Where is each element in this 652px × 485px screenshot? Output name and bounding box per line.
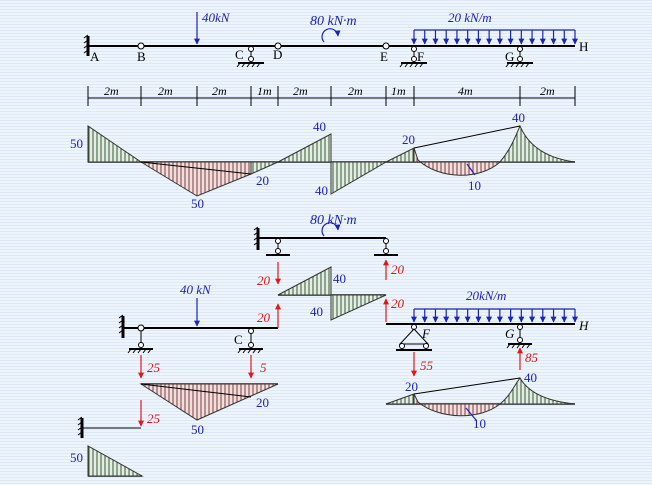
dim-2: 2m	[158, 84, 173, 98]
label-g: G	[505, 49, 514, 64]
label-h: H	[579, 39, 588, 54]
reaction-a-label: 25	[147, 411, 161, 426]
moment-diagram: 50 40 20 40 20 50 40 10	[70, 110, 576, 211]
support-c-sub	[237, 328, 263, 354]
dim-8: 4m	[458, 84, 473, 98]
dist-load-label-sub: 20kN/m	[466, 288, 506, 303]
md-val-50-bot: 50	[191, 196, 204, 211]
pin-support-f-sub	[396, 324, 432, 351]
md-val-50-left: 50	[70, 136, 83, 151]
roller-support-c	[236, 46, 264, 68]
label-c-sub: C	[234, 332, 243, 347]
point-load-label-sub: 40 kN	[180, 282, 212, 297]
moment-label: 80 kN·m	[310, 14, 357, 29]
md-region-g	[498, 124, 576, 163]
sub-bc-val-50: 50	[191, 422, 204, 437]
reaction-g-label: 85	[525, 350, 539, 365]
md-val-20-mid: 20	[256, 173, 269, 188]
sub-eh-md-g	[498, 377, 576, 405]
label-f-sub: F	[421, 326, 431, 341]
label-d: D	[273, 47, 282, 62]
sub-eh-md-ef	[385, 393, 415, 405]
reaction-right-label: 20	[391, 262, 405, 277]
label-e: E	[380, 49, 388, 64]
label-c: C	[235, 47, 244, 62]
md-val-10: 10	[468, 178, 481, 193]
sub-eh-val-40: 40	[524, 370, 537, 385]
subbeam-bc: C 40 kN 20 25 5 20 50	[118, 282, 281, 437]
point-load-label: 40kN	[202, 10, 231, 25]
dist-load-arrows	[411, 30, 578, 45]
dist-load-arrows-sub	[411, 309, 578, 323]
sub-bc-val-20: 20	[256, 395, 269, 410]
reaction-e-label: 20	[391, 296, 405, 311]
main-beam-group: A B C D E F G H 40kN 80 kN·m 20 kN/m	[83, 10, 588, 68]
sub-de-val-40a: 40	[333, 271, 346, 286]
md-region-d-down	[330, 161, 388, 195]
moment-arrow-sub	[321, 222, 341, 237]
support-b-sub	[127, 331, 153, 354]
moment-label-sub: 80 kN·m	[310, 213, 357, 228]
sub-eh-val-10: 10	[473, 416, 486, 431]
md-region-cd	[250, 161, 279, 175]
md-region-bc	[139, 161, 252, 197]
sub-de-md-up	[277, 266, 332, 296]
dim-5: 2m	[293, 84, 308, 98]
roller-support-g	[505, 46, 533, 68]
dim-1: 2m	[104, 84, 119, 98]
hinge-e	[382, 42, 390, 50]
hinge-b	[137, 42, 145, 50]
dist-load-label: 20 kN/m	[448, 10, 492, 25]
md-region-ab	[87, 125, 143, 163]
label-a: A	[90, 49, 100, 64]
reaction-c-label: 5	[260, 360, 267, 375]
sub-eh-val-20: 20	[405, 379, 418, 394]
reaction-top-label: 20	[257, 310, 271, 325]
fixed-support-a	[83, 34, 90, 56]
sub-de-md-down	[330, 294, 387, 321]
label-g-sub: G	[505, 326, 515, 341]
sub-eh-md-parab	[413, 393, 502, 417]
md-val-40-up: 40	[313, 119, 326, 134]
sub-ab-md	[87, 445, 144, 477]
reaction-left-label: 20	[257, 273, 271, 288]
label-h-sub: H	[578, 318, 589, 333]
hinge-d	[274, 42, 282, 50]
label-f: F	[417, 49, 424, 64]
md-val-40-low: 40	[315, 183, 328, 198]
pin-support-f	[399, 46, 427, 68]
dim-6: 2m	[348, 84, 363, 98]
sub-de-val-40b: 40	[310, 304, 323, 319]
reaction-b-label: 25	[147, 360, 161, 375]
dimension-line: 2m 2m 2m 1m 2m 2m 1m 4m 2m	[87, 84, 576, 106]
subbeam-de: 80 kN·m 20 20 40 40	[253, 213, 405, 321]
md-region-d-up	[277, 133, 332, 163]
support-e-sub	[374, 238, 398, 256]
label-b: B	[137, 49, 146, 64]
md-region-fg-parab	[413, 147, 502, 176]
dim-4: 1m	[257, 84, 272, 98]
dim-3: 2m	[212, 84, 227, 98]
sub-bc-md	[139, 383, 279, 421]
support-d-sub	[266, 238, 290, 256]
roller-support-g-sub	[506, 324, 532, 349]
sub-ab-val-50: 50	[70, 450, 83, 465]
moment-arrow	[321, 28, 341, 43]
subbeam-ab: 25 50	[70, 400, 161, 477]
md-val-40-g: 40	[512, 110, 525, 125]
md-region-ef	[385, 147, 415, 163]
dim-7: 1m	[391, 84, 406, 98]
reaction-f-label: 55	[420, 358, 434, 373]
md-val-20-f: 20	[402, 132, 415, 147]
dim-9: 2m	[540, 84, 555, 98]
subbeam-eh: 20kN/m 20 F G H 55 85	[383, 288, 589, 431]
